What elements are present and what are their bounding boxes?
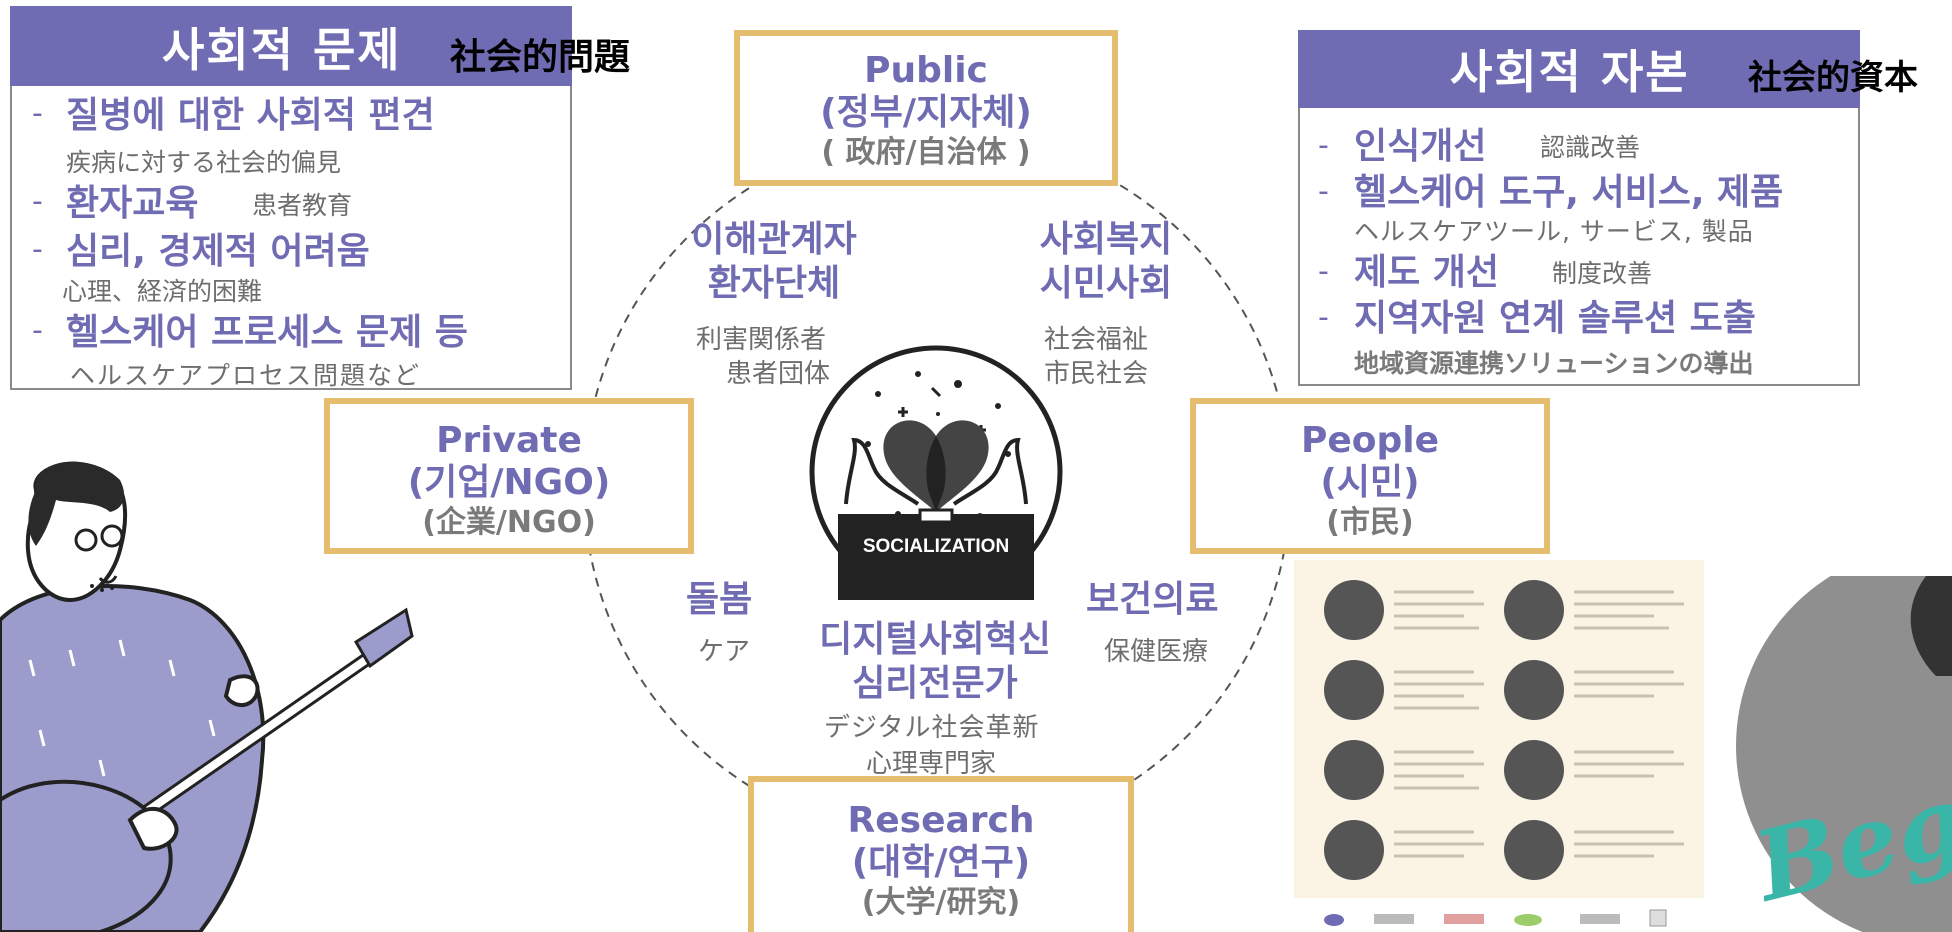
stakeholder-patient-group: 이해관계자 환자단체: [674, 218, 874, 306]
bullet-dash: -: [1318, 254, 1329, 289]
stakeholder-care-ko: 돌봄: [686, 579, 753, 620]
sector-public-ko: (정부/지자체): [820, 92, 1032, 133]
capital-item-ja: 制度改善: [1552, 259, 1653, 288]
issue-item-ko: 헬스케어 프로세스 문제 등: [66, 312, 468, 353]
bullet-dash: -: [32, 96, 43, 131]
stakeholder-digital-ja1: デジタル社会革新: [824, 713, 1040, 743]
capital-item-ja: 認識改善: [1540, 133, 1641, 162]
begin-poster-thumbnail: Begin: [1726, 576, 1952, 932]
issue-item-ko: 질병에 대한 사회적 편견: [66, 95, 435, 136]
bullet-dash: -: [32, 313, 43, 348]
bullet-dash: -: [32, 232, 43, 267]
stakeholder-patient-ja2: 患者団体: [726, 359, 831, 389]
sector-people-en: People: [1300, 420, 1440, 461]
sector-research-ko: (대학/연구): [851, 842, 1031, 883]
bullet-dash: -: [32, 184, 43, 219]
social-capital-header: [1298, 30, 1860, 108]
sector-people-ja: (市民): [1326, 505, 1414, 540]
capital-item-ko: 인식개선: [1354, 126, 1487, 167]
sector-people: People (시민) (市民): [1190, 398, 1550, 554]
sector-people-ko: (시민): [1320, 462, 1420, 503]
logo-text: SOCIALIZATION: [863, 536, 1009, 557]
issue-item-ja: 患者教育: [252, 191, 353, 220]
sector-public: Public (정부/지자체) ( 政府/自治体 ): [734, 30, 1118, 186]
sector-private-ja: (企業/NGO): [422, 505, 596, 540]
stakeholder-care-ja: ケア: [698, 637, 751, 667]
stakeholder-welfare-ja1: 社会福祉: [1044, 325, 1149, 355]
sector-private-ko: (기업/NGO): [407, 462, 611, 503]
issue-item-ja: ヘルスケアプロセス問題など: [70, 361, 422, 390]
issue-item-ja: 疾病に対する社会的偏見: [66, 148, 342, 177]
stakeholder-digital-ja2: 心理専門家: [866, 749, 997, 779]
issue-item-ja: 心理、経済的困難: [62, 277, 263, 306]
stakeholder-welfare-ko1: 사회복지: [1039, 219, 1173, 260]
social-capital-title-ja: 社会的資本: [1748, 58, 1918, 98]
social-issues-header: [10, 6, 572, 86]
capital-item-ja: 地域資源連携ソリューションの導出: [1354, 349, 1754, 378]
socialization-logo: SOCIALIZATION: [809, 345, 1063, 600]
stakeholder-digital-ko2: 심리전문가: [852, 663, 1018, 704]
sector-research-en: Research: [847, 800, 1035, 841]
sector-private-en: Private: [436, 420, 582, 461]
bullet-dash: -: [1318, 300, 1329, 335]
capital-item-ko: 제도 개선: [1354, 252, 1500, 293]
capital-item-ko: 지역자원 연계 솔루션 도출: [1354, 298, 1756, 339]
sector-private: Private (기업/NGO) (企業/NGO): [324, 398, 694, 554]
stakeholder-patient-ko1: 이해관계자: [691, 219, 857, 260]
sector-public-ja: ( 政府/自治体 ): [821, 135, 1031, 170]
stakeholder-patient-ko2: 환자단체: [707, 263, 841, 304]
stakeholder-patient-ja1: 利害関係者: [696, 325, 827, 355]
social-capital-title-ko: 사회적 자본: [1450, 45, 1690, 99]
stakeholder-welfare-ko2: 시민사회: [1039, 263, 1173, 304]
guitar-player-illustration: [0, 461, 414, 932]
bullet-dash: -: [1318, 174, 1329, 209]
sector-public-en: Public: [864, 50, 988, 91]
issue-item-ko: 환자교육: [66, 183, 199, 224]
sector-research: Research (대학/연구) (大学/研究): [748, 776, 1134, 932]
capital-item-ko: 헬스케어 도구, 서비스, 제품: [1354, 172, 1784, 213]
stakeholder-health-ko: 보건의료: [1086, 579, 1219, 620]
social-issues-title-ko: 사회적 문제: [162, 23, 402, 77]
social-issues-title-ja: 社会的問題: [450, 37, 631, 78]
stakeholder-digital-ko1: 디지털사회혁신: [819, 619, 1051, 660]
sector-research-ja: (大学/研究): [861, 885, 1021, 920]
issue-item-ko: 심리, 경제적 어려움: [66, 231, 370, 272]
bullet-dash: -: [1318, 128, 1329, 163]
stakeholder-health-ja: 保健医療: [1104, 637, 1209, 667]
stakeholder-welfare-group: 사회복지 시민사회: [1006, 218, 1206, 306]
stakeholder-welfare-ja2: 市民社会: [1044, 359, 1149, 389]
expert-brochure-thumbnail: [1294, 560, 1704, 927]
stakeholder-digital-group: 디지털사회혁신 심리전문가: [790, 618, 1080, 706]
capital-item-ja: ヘルスケアツール, サービス, 製品: [1354, 217, 1754, 246]
